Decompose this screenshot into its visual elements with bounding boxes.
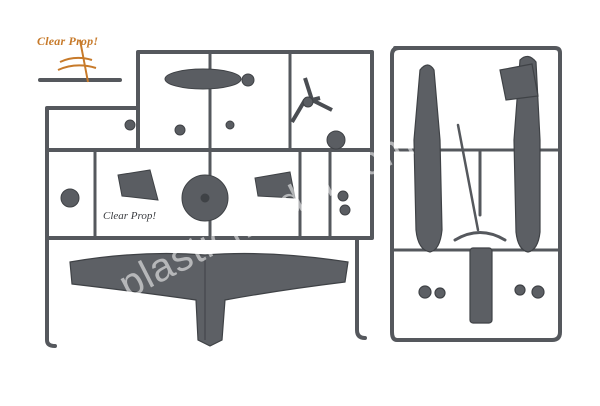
left-sprue-frame <box>38 50 374 240</box>
sprue-emboss-text: Clear Prop! <box>103 210 157 222</box>
canopy-part <box>164 68 242 90</box>
clear-prop-logo: Clear Prop! <box>37 34 99 48</box>
fuselage-half-right <box>513 55 541 253</box>
tailplane-right <box>254 171 296 199</box>
cowling-part <box>499 63 539 101</box>
clear-prop-logo-mark <box>57 39 97 83</box>
tailplane-left <box>117 169 159 201</box>
cockpit-floor <box>469 247 493 324</box>
fuselage-half-left <box>413 64 443 253</box>
wing-part <box>69 252 349 347</box>
left-sprue-legs <box>45 236 367 348</box>
right-sprue-frame <box>390 46 562 342</box>
diagonal-rod <box>456 123 480 232</box>
